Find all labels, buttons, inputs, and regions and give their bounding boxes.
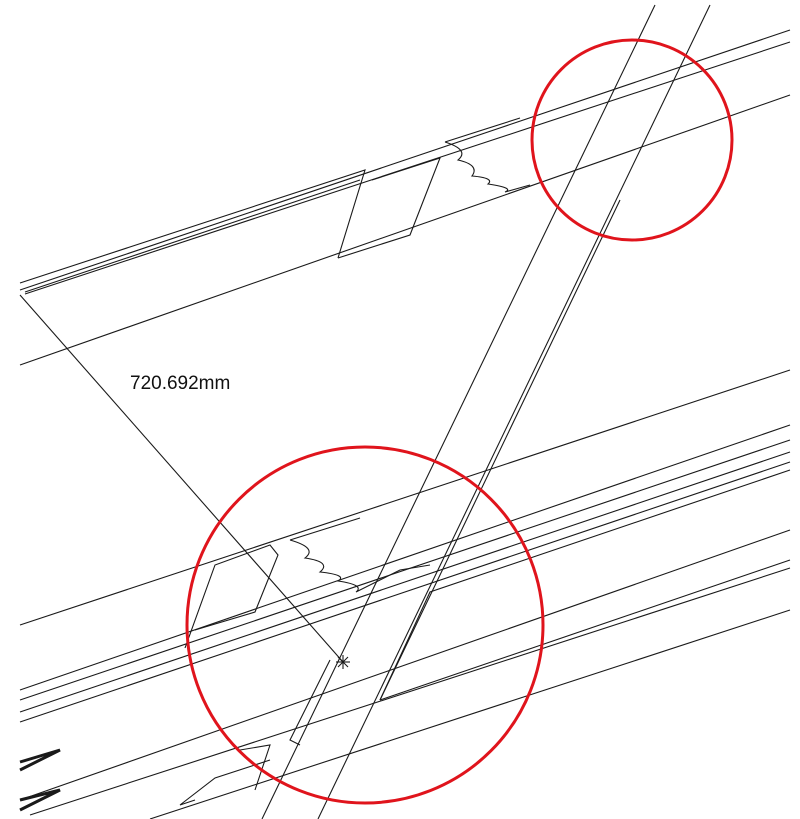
upper-plate-chamfer xyxy=(337,157,441,259)
cross-lines xyxy=(261,4,711,819)
upper-break-symbol xyxy=(444,117,521,143)
beam-line xyxy=(19,29,791,291)
cross-line xyxy=(261,4,656,819)
upper-break-symbol xyxy=(444,141,531,193)
dimension-label: 720.692mm xyxy=(130,373,230,394)
markup-circle-top[interactable] xyxy=(530,38,734,242)
lower-slot-outline xyxy=(379,559,791,701)
beam-line xyxy=(19,369,791,626)
snap-point-marker[interactable] xyxy=(336,655,350,669)
beam-line xyxy=(19,94,791,366)
beam-lines xyxy=(19,29,791,819)
upper-plate-outline xyxy=(24,179,361,293)
beam-line xyxy=(19,461,791,723)
dimension-leader-line xyxy=(19,294,344,663)
lower-plate-outline xyxy=(184,544,279,649)
lower-break-symbol xyxy=(289,539,431,593)
lower-break-symbol xyxy=(289,517,361,541)
arrow-fragment xyxy=(19,788,61,812)
beam-line xyxy=(19,439,791,701)
beam-line xyxy=(149,609,791,819)
arrow-fragment xyxy=(19,748,61,772)
beam-line xyxy=(29,567,791,816)
lower-left-piece xyxy=(179,759,271,806)
lower-left-piece xyxy=(289,659,331,746)
upper-plate-outline xyxy=(19,169,366,284)
cross-line xyxy=(379,199,621,701)
beam-line xyxy=(19,424,791,691)
lower-slot-outline xyxy=(379,469,791,701)
beam-line xyxy=(19,529,791,801)
cross-line xyxy=(317,4,711,819)
lower-left-piece xyxy=(239,744,271,791)
markup-circle-bottom[interactable] xyxy=(185,445,545,805)
beam-line xyxy=(19,451,791,713)
